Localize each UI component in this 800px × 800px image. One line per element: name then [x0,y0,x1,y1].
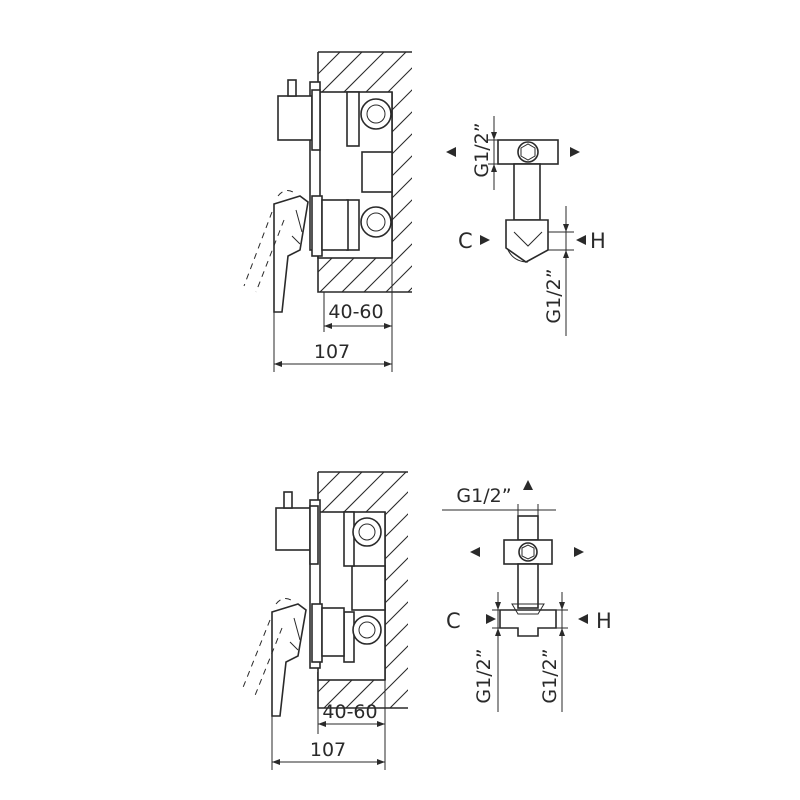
bottom-side-view: 40-60 107 [82,472,648,770]
hatch-line [390,472,626,708]
cold-label: C [446,609,461,633]
lower-port-circle [353,616,381,644]
upper-cartridge [344,512,354,566]
hatch-line [430,52,670,292]
upper-port-circle [361,99,391,129]
top-port-diagram: G1/2” C H G1/2” [446,116,606,336]
cold-label: C [458,229,473,253]
thread-bottom-label: G1/2” [543,268,565,323]
lever-handle [274,196,308,312]
upper-port-circle [353,518,381,546]
thread-left-label: G1/2” [473,648,495,703]
bottom-port-diagram: G1/2” C H G1/2” G1/2” [442,480,612,712]
cold-inlet-arrow [480,235,490,245]
lever-handle [272,604,306,716]
top-side-view: 40-60 107 [78,52,670,372]
left-outlet-arrow [446,147,456,157]
right-outlet-arrow [574,547,584,557]
depth-label: 40-60 [328,301,383,323]
hot-inlet-arrow [576,235,586,245]
depth-label: 40-60 [322,701,377,723]
diverter-flange [312,90,320,150]
body-connector [362,152,392,192]
upper-cartridge [347,92,359,146]
diverter-pin [284,492,292,508]
handle-flange [312,604,322,662]
total-width-label: 107 [314,341,350,363]
top-pipe [518,516,538,540]
thread-top-label: G1/2” [456,485,511,507]
lower-cartridge [344,612,354,662]
cold-inlet-arrow [486,614,496,624]
hot-label: H [596,609,612,633]
hot-inlet-arrow [578,614,588,624]
vertical-pipe [514,164,540,220]
lower-port-circle [361,207,391,237]
thread-top-label: G1/2” [471,122,493,177]
hatch-line [386,52,626,292]
handle-base [322,200,348,250]
body-connector [352,566,385,610]
hatch-line [100,52,340,292]
thread-right-label: G1/2” [539,648,561,703]
vertical-pipe [518,564,538,608]
total-width-label: 107 [310,739,346,761]
diverter-knob [276,508,310,550]
left-outlet-arrow [470,547,480,557]
right-outlet-arrow [570,147,580,157]
diverter-knob [278,96,312,140]
diverter-pin [288,80,296,96]
handle-flange [312,196,322,256]
hot-label: H [590,229,606,253]
diverter-flange [310,506,318,564]
handle-base [322,608,344,656]
